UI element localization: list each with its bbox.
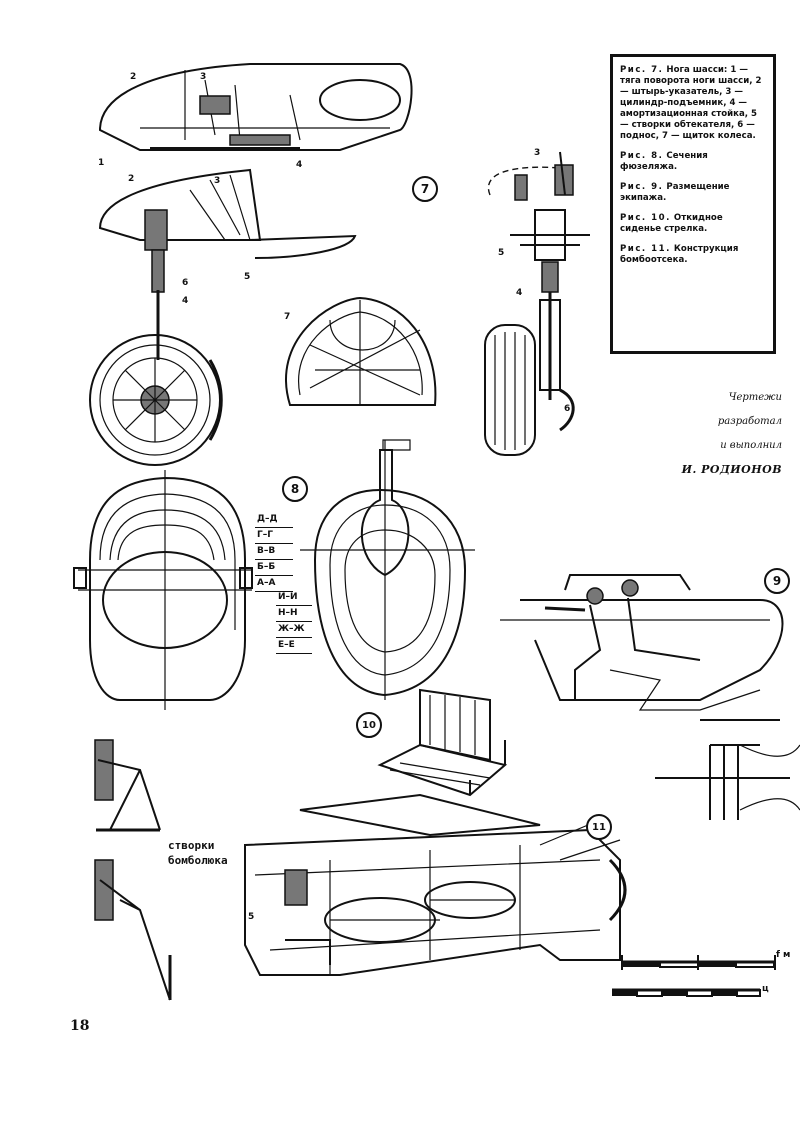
figure-captions: Рис. 7. Нога шасси: 1 — тяга поворота но… (610, 54, 776, 354)
part-label: 3 (200, 72, 207, 82)
fig8-sections-side (300, 439, 475, 700)
credits-line2: разработал (717, 416, 782, 427)
caption-fig9: Рис. 9. Размещение экипажа. (620, 182, 766, 204)
part-label: 2 (130, 72, 137, 82)
section-label: Ж–Ж (276, 622, 312, 638)
fig7-gear-front-view (484, 151, 590, 456)
bomb-bay-doors-label: створки бомболюка (168, 838, 228, 868)
scale-label-meters: f м (776, 950, 791, 960)
caption-fig7-label: Рис. 7. (620, 65, 664, 75)
part-label: 4 (516, 288, 523, 298)
caption-fig8: Рис. 8. Сечения фюзеляжа. (620, 151, 766, 173)
credits-line3: и выполнил (720, 440, 782, 451)
figure-number-9: 9 (764, 568, 790, 594)
part-label: 4 (296, 160, 303, 170)
figure-number-11: 11 (586, 814, 612, 840)
part-label: 3 (214, 176, 221, 186)
bomb-bay-doors-drawings (94, 739, 172, 1001)
drawing-credits: Чертежи разработал и выполнил И. РОДИОНО… (672, 386, 782, 482)
part-label: 6 (564, 404, 571, 414)
figure-number-8: 8 (282, 476, 308, 502)
figure-number-10: 10 (356, 712, 382, 738)
caption-fig7-text: 1 — тяга поворота ноги шасси, 2 — штырь-… (620, 65, 762, 141)
bomb-bay-label-line1: створки (168, 839, 215, 852)
caption-fig9-text: Размещение экипажа. (620, 182, 730, 203)
caption-fig10: Рис. 10. Откидное сиденье стрелка. (620, 213, 766, 235)
page-number: 18 (70, 1018, 90, 1034)
part-label: 3 (534, 148, 541, 158)
fig8-sections-front (73, 470, 253, 710)
scale-label-b: ц (762, 984, 769, 994)
part-label: 6 (182, 278, 189, 288)
section-label: Е–Е (276, 638, 312, 654)
caption-fig8-text: Сечения фюзеляжа. (620, 151, 708, 172)
part-label: 5 (248, 912, 255, 922)
caption-fig11-text: Конструкция бомбоотсека. (620, 244, 739, 265)
caption-fig7: Рис. 7. Нога шасси: 1 — тяга поворота но… (620, 65, 766, 142)
fig9-crew-arrangement (500, 574, 800, 820)
part-label: 1 (98, 158, 105, 168)
section-label: В–В (255, 544, 293, 560)
fig11-bomb-bay-structure (244, 793, 627, 976)
fig7-gear-side-view (89, 63, 413, 466)
fig7-wheel-guard (285, 296, 437, 406)
scale-bars (612, 955, 776, 997)
part-label: 2 (128, 174, 135, 184)
part-label: 5 (244, 272, 251, 282)
caption-fig7-title: Нога шасси: (666, 65, 728, 75)
section-label: А–А (255, 576, 293, 592)
caption-fig10-text: Откидное сиденье стрелка. (620, 213, 723, 234)
caption-fig9-label: Рис. 9. (620, 182, 664, 192)
caption-fig11-label: Рис. 11. (620, 244, 671, 254)
part-label: 5 (498, 248, 505, 258)
caption-fig10-label: Рис. 10. (620, 213, 671, 223)
part-label: 4 (182, 296, 189, 306)
section-label: И–И (276, 590, 312, 606)
section-label: Б–Б (255, 560, 293, 576)
part-label: 7 (284, 312, 291, 322)
figure-number-7: 7 (412, 176, 438, 202)
credits-author: И. РОДИОНОВ (681, 463, 782, 476)
bomb-bay-label-line2: бомболюка (168, 854, 228, 867)
section-labels-right: Д–Д Г–Г В–В Б–Б А–А (255, 512, 293, 592)
section-labels-left: И–И Н–Н Ж–Ж Е–Е (276, 590, 312, 654)
section-label: Г–Г (255, 528, 293, 544)
fig10-flip-seat (377, 688, 508, 797)
section-label: Н–Н (276, 606, 312, 622)
caption-fig11: Рис. 11. Конструкция бомбоотсека. (620, 244, 766, 266)
section-label: Д–Д (255, 512, 293, 528)
credits-line1: Чертежи (728, 392, 782, 403)
caption-fig8-label: Рис. 8. (620, 151, 664, 161)
